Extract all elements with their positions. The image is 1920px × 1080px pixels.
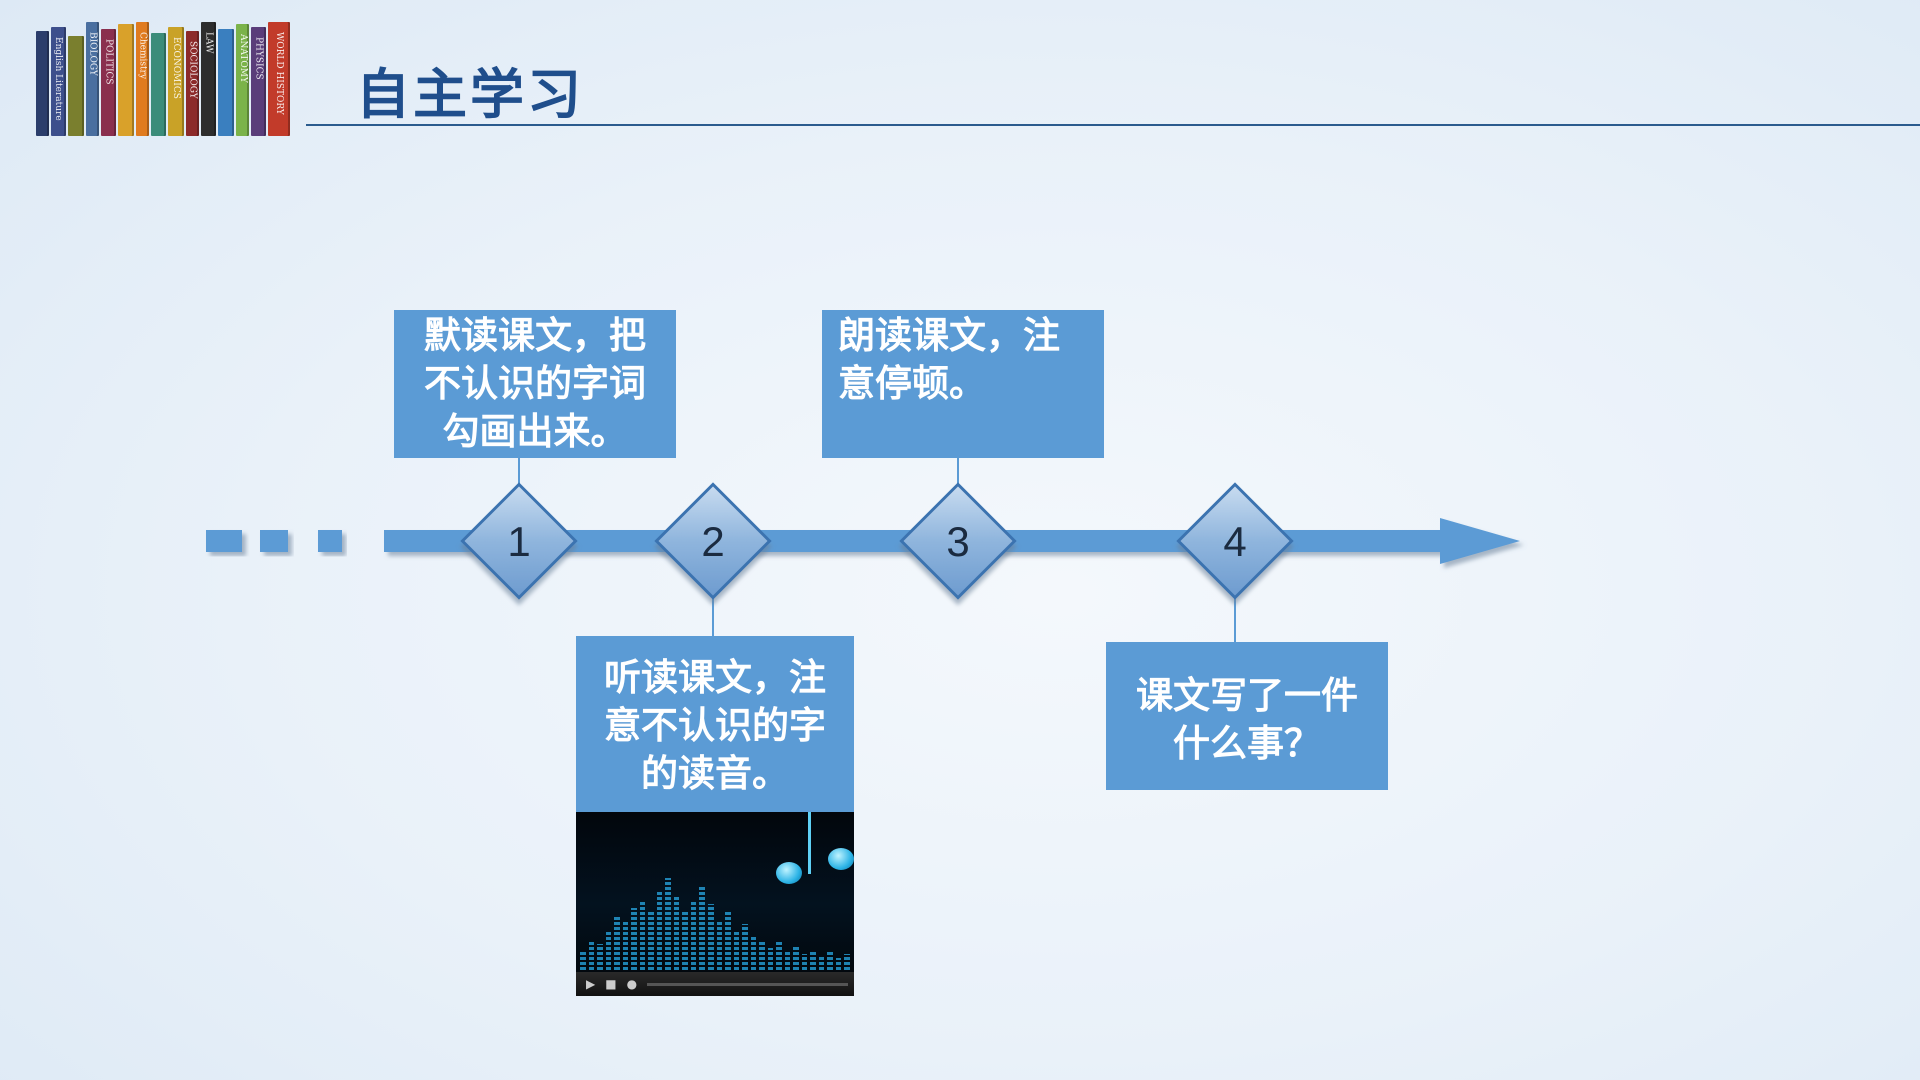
book-spine	[36, 31, 49, 136]
dash-3	[318, 530, 342, 552]
dash-2	[260, 530, 288, 552]
book-spine	[151, 33, 166, 136]
step-3-line-2: 意停顿。	[838, 362, 986, 405]
player-controls: ▶ ■ ●	[576, 972, 854, 996]
step-number-2: 2	[701, 518, 724, 565]
step-marker-1: 1	[460, 482, 578, 600]
volume-icon[interactable]: ●	[626, 977, 638, 991]
music-note-icon	[776, 862, 802, 884]
book-spine: WORLD HISTORY	[267, 22, 290, 136]
play-icon[interactable]: ▶	[586, 977, 596, 991]
book-spine: Chemistry	[136, 22, 150, 136]
book-spine	[217, 28, 235, 136]
book-spine: PHYSICS	[251, 26, 266, 136]
book-spine: ANATOMY	[236, 24, 250, 136]
step-1-line-1: 默读课文，把	[424, 314, 646, 357]
book-spine: BIOLOGY	[86, 22, 99, 136]
step-3-line-1: 朗读课文，注	[838, 314, 1060, 357]
title-divider	[306, 124, 1920, 126]
book-spine: POLITICS	[100, 28, 116, 136]
book-spine: SOCIOLOGY	[186, 31, 200, 136]
book-spine: LAW	[201, 22, 216, 136]
step-2-line-2: 意不认识的字	[604, 704, 826, 747]
music-note-stem	[808, 812, 811, 874]
book-spine: ECONOMICS	[167, 26, 185, 136]
step-4-line-2: 什么事？	[1173, 722, 1321, 765]
step-1-line-3: 勾画出来。	[442, 410, 628, 453]
page-title: 自主学习	[356, 63, 584, 126]
step-3-box: 朗读课文，注 意停顿。	[822, 310, 1104, 458]
equalizer-visual	[576, 870, 854, 970]
step-marker-4: 4	[1176, 482, 1294, 600]
book-spine	[117, 24, 135, 136]
step-2-line-1: 听读课文，注	[604, 656, 826, 699]
music-note-icon-2	[828, 848, 854, 870]
step-number-4: 4	[1223, 518, 1246, 565]
progress-track[interactable]	[647, 982, 848, 986]
stop-icon[interactable]: ■	[605, 977, 617, 991]
step-number-1: 1	[507, 518, 530, 565]
timeline-dashes	[206, 530, 342, 552]
step-4-line-1: 课文写了一件	[1136, 674, 1358, 717]
step-number-3: 3	[946, 518, 969, 565]
book-spine	[67, 35, 85, 136]
dash-1	[206, 530, 242, 552]
step-1-box: 默读课文，把 不认识的字词 勾画出来。	[394, 310, 676, 458]
step-4-box: 课文写了一件 什么事？	[1106, 642, 1388, 790]
step-2-line-3: 的读音。	[641, 752, 789, 795]
step-1-line-2: 不认识的字词	[424, 362, 646, 405]
step-marker-3: 3	[899, 482, 1017, 600]
book-spine: English Literature	[50, 26, 66, 136]
audio-player[interactable]: ▶ ■ ●	[576, 812, 854, 996]
step-2-box: 听读课文，注 意不认识的字 的读音。	[576, 636, 854, 812]
step-marker-2: 2	[654, 482, 772, 600]
